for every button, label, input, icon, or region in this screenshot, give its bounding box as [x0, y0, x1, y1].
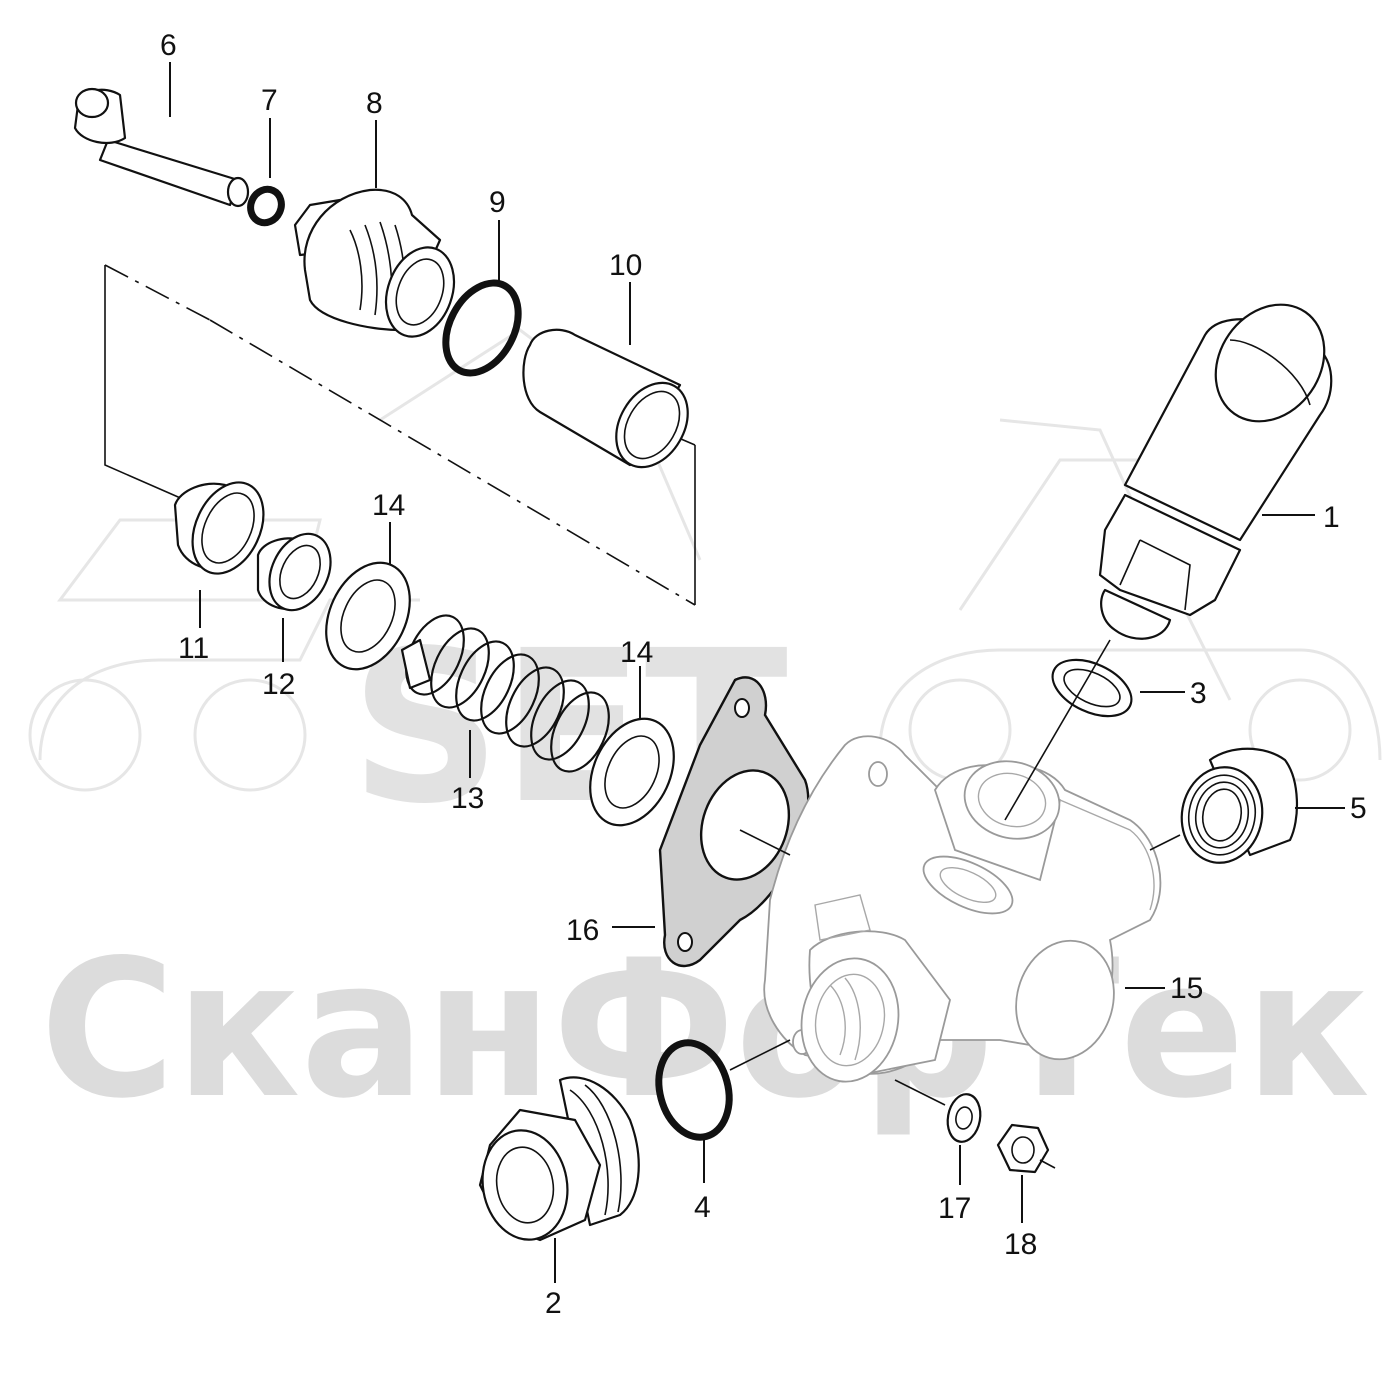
axis-lines [729, 639, 1181, 1169]
callout-3: 3 [1190, 677, 1207, 710]
part-8-threaded-housing[interactable] [293, 188, 466, 346]
part-16-gasket[interactable] [658, 676, 810, 967]
part-5-plug[interactable] [1174, 747, 1298, 869]
part-10-sleeve[interactable] [522, 328, 702, 480]
part-17-washer[interactable] [944, 1092, 984, 1145]
callout-7: 7 [261, 84, 278, 117]
callout-2: 2 [545, 1287, 562, 1320]
part-7-small-oring[interactable] [245, 184, 287, 227]
part-11-seat[interactable] [173, 471, 277, 585]
callout-10: 10 [609, 249, 642, 282]
part-18-hex-nut[interactable] [996, 1123, 1050, 1174]
callout-6: 6 [160, 29, 177, 62]
callout-labels: 1 2 3 4 5 6 7 8 9 10 11 12 13 14 14 15 1… [160, 29, 1367, 1320]
callout-14-lower: 14 [620, 636, 653, 669]
part-1-filter-cylinder[interactable] [1098, 284, 1347, 640]
part-13-spring[interactable] [395, 606, 621, 780]
callout-18: 18 [1004, 1228, 1037, 1261]
callout-15: 15 [1170, 972, 1203, 1005]
callout-9: 9 [489, 186, 506, 219]
callout-5: 5 [1350, 792, 1367, 825]
part-2-union-nut[interactable] [474, 1076, 640, 1246]
callout-8: 8 [366, 87, 383, 120]
part-6-pin[interactable] [73, 87, 250, 208]
part-3-washer[interactable] [1044, 648, 1140, 727]
callout-11: 11 [178, 632, 209, 665]
part-4-oring[interactable] [649, 1035, 740, 1145]
callout-1: 1 [1323, 501, 1340, 534]
part-9-oring[interactable] [431, 271, 533, 386]
part-15-pump-body[interactable] [763, 735, 1162, 1089]
callout-14-upper: 14 [372, 489, 405, 522]
callout-17: 17 [938, 1192, 971, 1225]
callout-16: 16 [566, 914, 599, 947]
leader-lines [169, 62, 1345, 1283]
part-12-spacer[interactable] [256, 524, 343, 620]
callout-13: 13 [451, 782, 484, 815]
part-14-upper-washer[interactable] [310, 549, 426, 683]
part-14-lower-washer[interactable] [574, 705, 690, 839]
callout-4: 4 [694, 1191, 711, 1224]
callout-12: 12 [262, 668, 295, 701]
